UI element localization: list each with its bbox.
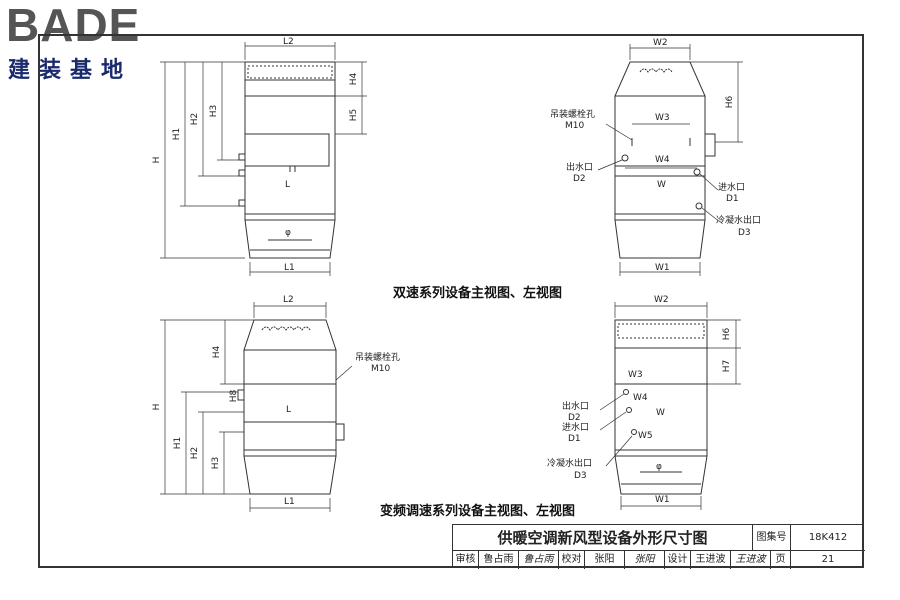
logo-brand-cn: 建装基地 xyxy=(8,58,133,83)
label-D3-top: D3 xyxy=(738,228,751,238)
reviewer-name: 鲁占雨 xyxy=(479,551,519,569)
label-W-bottom: W xyxy=(656,408,665,418)
label-bolt-hole-bottom: 吊装螺栓孔 xyxy=(355,353,401,363)
label-L2-top: L2 xyxy=(283,37,294,47)
label-W2-top: W2 xyxy=(653,38,668,48)
label-bolt-hole-top: 吊装螺栓孔 xyxy=(550,110,596,120)
atlas-label: 图集号 xyxy=(753,525,791,551)
atlas-number: 18K412 xyxy=(791,525,865,551)
label-L1-top: L1 xyxy=(284,263,295,273)
page-number: 21 xyxy=(821,554,835,565)
label-W1-bottom: W1 xyxy=(655,495,670,505)
label-W2-bottom: W2 xyxy=(654,295,669,305)
label-H2-bottom: H2 xyxy=(190,446,200,460)
label-H3-top: H3 xyxy=(209,104,219,118)
label-M10-bottom: M10 xyxy=(371,364,391,374)
reviewer-signature: 鲁占雨 xyxy=(519,551,559,569)
label-L-top: L xyxy=(285,180,291,190)
label-H4-bottom: H4 xyxy=(212,345,222,359)
variable-freq-front-dimensions xyxy=(160,302,353,512)
label-D3-bottom: D3 xyxy=(574,471,587,481)
label-H2-top: H2 xyxy=(190,112,200,126)
label-H-top: H xyxy=(152,156,162,164)
check-label: 校对 xyxy=(559,551,585,569)
label-phi-bottom: φ xyxy=(656,462,662,472)
dual-speed-side-dimensions xyxy=(597,44,743,276)
label-W1-top: W1 xyxy=(655,263,670,273)
label-H7-bottom: H7 xyxy=(722,359,732,373)
label-W3-bottom: W3 xyxy=(628,370,643,380)
label-D2-bottom: D2 xyxy=(568,413,581,423)
designer-signature: 王进波 xyxy=(731,551,771,569)
label-W4-bottom: W4 xyxy=(633,393,648,403)
label-outlet-bottom: 出水口 xyxy=(562,402,590,412)
label-L-bottom: L xyxy=(286,405,292,415)
label-D2-top: D2 xyxy=(573,174,586,184)
label-H-bottom: H xyxy=(152,403,162,411)
checker-signature: 张阳 xyxy=(625,551,665,569)
dual-speed-front-dimensions xyxy=(160,42,367,276)
variable-freq-side-view xyxy=(614,319,708,495)
label-condensate-top: 冷凝水出口 xyxy=(716,216,762,226)
label-M10-top: M10 xyxy=(565,121,585,131)
logo: BADE 建装基地 xyxy=(0,0,180,83)
label-D1-bottom: D1 xyxy=(568,434,581,444)
label-phi-top: φ xyxy=(285,228,291,238)
label-inlet-bottom: 进水口 xyxy=(562,423,590,433)
label-D1-top: D1 xyxy=(726,194,739,204)
caption-dual-speed: 双速系列设备主视图、左视图 xyxy=(393,286,563,301)
page-label: 页 xyxy=(771,551,791,569)
label-H6-top: H6 xyxy=(725,95,735,109)
dual-speed-front-view xyxy=(238,61,336,259)
logo-brand: BADE xyxy=(6,0,141,51)
label-H5-top: H5 xyxy=(349,108,359,122)
label-H1-top: H1 xyxy=(172,127,182,141)
label-H3-bottom: H3 xyxy=(211,456,221,470)
label-outlet-top: 出水口 xyxy=(566,163,594,173)
label-H1-bottom: H1 xyxy=(173,436,183,450)
label-L1-bottom: L1 xyxy=(284,497,295,507)
label-L2-bottom: L2 xyxy=(283,295,294,305)
label-W3-top: W3 xyxy=(655,113,670,123)
label-W4-top: W4 xyxy=(655,155,670,165)
title-block: 供暖空调新风型设备外形尺寸图 图集号 18K412 审核 鲁占雨 鲁占雨 校对 … xyxy=(452,524,865,569)
drawing-frame xyxy=(38,34,864,568)
label-W5-bottom: W5 xyxy=(638,431,653,441)
variable-freq-front-view xyxy=(237,319,345,495)
label-H8-bottom: H8 xyxy=(229,389,239,403)
label-W-top: W xyxy=(657,180,666,190)
caption-variable-freq: 变频调速系列设备主视图、左视图 xyxy=(380,504,576,519)
label-inlet-top: 进水口 xyxy=(718,183,746,193)
label-condensate-bottom: 冷凝水出口 xyxy=(547,459,593,469)
variable-freq-side-dimensions xyxy=(599,302,741,510)
label-H6-bottom: H6 xyxy=(722,327,732,341)
drawing-title: 供暖空调新风型设备外形尺寸图 xyxy=(453,525,753,551)
review-label: 审核 xyxy=(453,551,479,569)
design-label: 设计 xyxy=(665,551,691,569)
label-H4-top: H4 xyxy=(349,72,359,86)
designer-name: 王进波 xyxy=(691,551,731,569)
checker-name: 张阳 xyxy=(585,551,625,569)
